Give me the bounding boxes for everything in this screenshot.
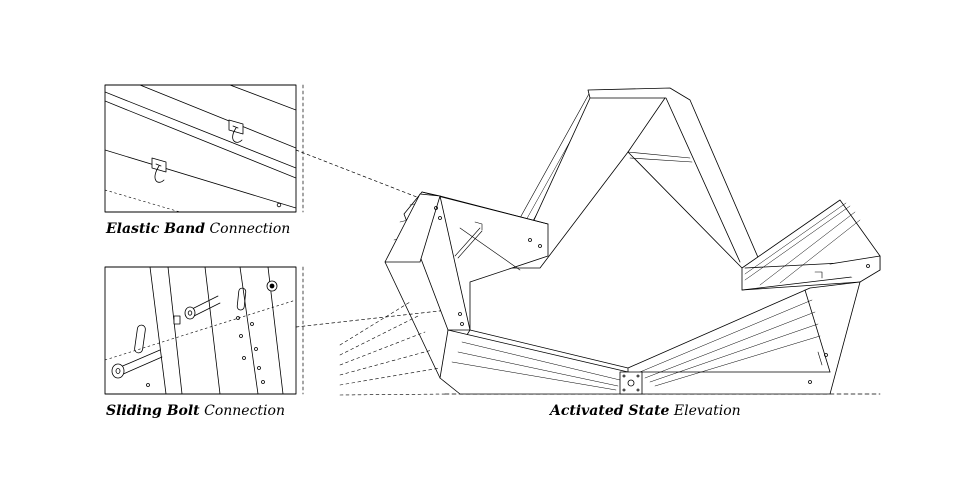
- elastic-band-caption: Elastic Band Connection: [106, 221, 290, 237]
- panel-stack-right: [741, 199, 881, 291]
- elastic-detail-frame: [104, 84, 297, 213]
- panel-stack-bottom-right: [627, 281, 861, 395]
- panel-stack-left: [384, 191, 549, 379]
- sliding-detail-frame: [104, 266, 297, 395]
- hook-lower: [151, 157, 167, 183]
- elevation-caption: Activated State Elevation: [550, 403, 741, 419]
- bolt-lower: [111, 349, 163, 379]
- sliding-bolt-detail: [104, 266, 297, 395]
- hook-upper: [228, 119, 244, 143]
- panel-stack-bottom-left: [439, 329, 629, 395]
- elastic-band-caption-regular: Connection: [209, 221, 291, 237]
- elastic-band-detail: [104, 84, 297, 213]
- nut: [266, 280, 278, 292]
- elevation-caption-bold: Activated State: [550, 403, 670, 419]
- sliding-bolt-caption-bold: Sliding Bolt: [106, 403, 200, 419]
- bolt-upper: [173, 295, 221, 325]
- panel-stack-top: [511, 87, 761, 269]
- sliding-bolt-caption: Sliding Bolt Connection: [106, 403, 285, 419]
- elevation-caption-regular: Elevation: [673, 403, 741, 419]
- sliding-bolt-caption-regular: Connection: [204, 403, 285, 419]
- activated-state-elevation: [339, 87, 881, 396]
- hinge-plate: [619, 371, 643, 395]
- elevation-hooks: [454, 151, 823, 366]
- elastic-band-caption-bold: Elastic Band: [106, 221, 205, 237]
